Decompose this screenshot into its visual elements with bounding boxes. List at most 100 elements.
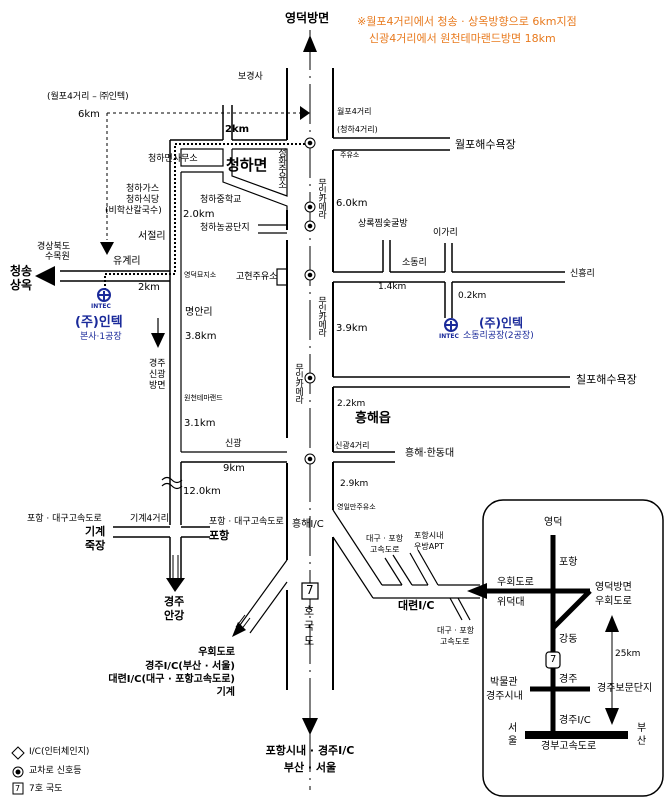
arrow-sw-icon: [232, 622, 246, 637]
dist-2-2km-label: 2.2km: [337, 399, 366, 409]
dist-3-8km-label: 3.8km: [185, 331, 217, 342]
inset-busan-1: 부: [637, 723, 647, 734]
gyeongju-singwang-label-2: 신광: [149, 370, 166, 380]
inset-museum-1: 박물관: [490, 677, 518, 688]
camera-label: 무인카메라: [316, 296, 326, 336]
arrow-left-icon: [467, 583, 487, 599]
wolpo-beach-label: 월포해수욕장: [455, 138, 516, 151]
legend-route-number: 7: [15, 784, 21, 793]
pohang-city-label-1: 포항시내: [414, 531, 444, 540]
south-destination-2: 부산 · 서울: [283, 761, 337, 774]
inset-gyeongbu-exp: 경부고속도로: [541, 741, 597, 752]
arrow-down-icon: [166, 578, 185, 592]
legend-item-route7: 7호 국도: [29, 784, 63, 794]
pohang-city-label-2: 우방APT: [414, 542, 444, 551]
intec-logo-icon: [444, 318, 458, 332]
cheongha-agri-complex-label: 청하농공단지: [200, 223, 250, 233]
expressway-right-label: 포항 · 대구고속도로: [209, 517, 284, 527]
gyeongju-singwang-label-3: 방면: [149, 381, 166, 391]
route-icon: [12, 782, 24, 795]
inset-busan-2: 산: [637, 736, 647, 747]
cheongsong-label-2: 상옥: [10, 278, 33, 292]
inset-museum-2: 경주시내: [486, 691, 523, 702]
bogyeongsa-label: 보경사: [238, 72, 263, 82]
arrow-down-icon: [100, 242, 114, 255]
inset-dist-25km: 25km: [615, 649, 641, 659]
inset-box: [482, 499, 664, 797]
gohyeon-gas-label: 고현주유소: [236, 272, 278, 282]
dist-2-0km-label: 2.0km: [183, 209, 215, 220]
note-line-2: 신광4거리에서 원천테마랜드방면 18km: [369, 32, 556, 45]
inset-seoul-1: 서: [508, 723, 518, 734]
route7-shield-icon: [545, 651, 561, 669]
seonghwa-gas-label: 성화주유소: [276, 148, 286, 188]
gas-station-label: 주유소: [340, 151, 360, 159]
wolpo-4way-label-2: (청하4거리): [337, 125, 378, 134]
inset-bypass-left: 우회도로: [497, 577, 534, 588]
gyeongju-singwang-label-1: 경주: [149, 359, 166, 369]
note-line-1: ※월포4거리에서 청송 · 상옥방향으로 6km지점: [357, 15, 577, 28]
route7-number: 7: [306, 583, 314, 597]
singwang-label: 신광: [225, 439, 242, 449]
route7-sign-icon: [301, 582, 319, 600]
inset-widuk-univ: 위덕대: [497, 597, 525, 608]
dist-6-0km-label: 6.0km: [336, 198, 368, 209]
sodong-ri-label: 소동리: [402, 258, 427, 268]
intec-logo-text-2: INTEC: [439, 333, 459, 340]
bypass-item: 대련I/C(대구 · 포항고속도로): [108, 674, 235, 685]
signal-icon: [12, 766, 24, 778]
gigye-4way-label: 기계4거리: [130, 514, 169, 524]
daegu-pohang-exp2-label-1: 대구 · 포항: [437, 626, 475, 635]
gigye-label-1: 기계: [85, 525, 106, 538]
intec-hq-name: (주)인텍: [75, 315, 123, 330]
heunghae-ic-label: 흥해I/C: [292, 519, 324, 530]
dist-12km-label: 12.0km: [183, 486, 221, 497]
south-destination-1: 포항시내 · 경주I/C: [265, 744, 355, 757]
intec-hq-sub: 본사·1공장: [80, 332, 122, 342]
inset-bomun: 경주보문단지: [597, 683, 653, 694]
gigye-label-2: 죽장: [85, 539, 106, 552]
bihak-noodle-label: (비학산칼국수): [105, 206, 162, 216]
gyeongbuk-arboretum-label-1: 경상북도: [37, 242, 71, 252]
dist-3-1km-label: 3.1km: [184, 418, 216, 429]
south-arrow-icon: [302, 718, 318, 735]
dist-2km-top-label: 2km: [225, 124, 250, 135]
seojeolli-label: 서절리: [138, 231, 166, 242]
north-arrow-icon: [303, 35, 317, 52]
bypass-item: 기계: [216, 687, 235, 698]
cheongha-restaurant-label: 청하식당: [126, 195, 160, 205]
cheongha-gas-label: 청하가스: [126, 184, 160, 194]
bypass-item: 우회도로: [198, 647, 235, 658]
wolpo-4way-label-1: 월포4거리: [337, 107, 372, 116]
gyeongju-angang-label-1: 경주: [164, 595, 185, 608]
gyeongbuk-arboretum-label-2: 수목원: [45, 252, 70, 262]
dist-6km-label: 6km: [78, 109, 100, 120]
myeongan-ri-label: 명안리: [185, 307, 213, 318]
expressway-left-label: 포항 · 대구고속도로: [27, 514, 102, 524]
intec-logo-icon: [97, 288, 111, 302]
arrow-up-icon: [605, 615, 619, 632]
arrow-down-icon: [151, 333, 165, 348]
yeongil-gas-label: 영일만주유소: [337, 503, 376, 511]
inset-yeongdeok-bypass-2: 우회도로: [595, 596, 632, 607]
arrow-left-icon: [35, 266, 55, 286]
legend-item-signal: 교차로 신호등: [29, 766, 82, 776]
inset-gangdong: 강동: [559, 634, 578, 645]
arrow-right-icon: [300, 106, 310, 120]
chilpo-beach-label: 칠포해수욕장: [576, 373, 637, 386]
dist-1-4km-label: 1.4km: [378, 282, 407, 292]
dist-2-9km-label: 2.9km: [340, 479, 369, 489]
dist-2km-left-label: 2km: [138, 282, 160, 293]
intec-plant2-name: (주)인텍: [479, 316, 524, 330]
inset-yeongdeok: 영덕: [544, 517, 563, 528]
heunghae-handong-label: 흥해·한동대: [405, 448, 455, 459]
yeongdeok-cemetery-label: 영덕묘지소: [184, 271, 217, 279]
intec-logo-text: INTEC: [91, 303, 111, 310]
wonchen-themeland-label: 원천테마랜드: [184, 394, 223, 402]
daegu-pohang-exp2-label-2: 고속도로: [440, 637, 470, 646]
camera-label: 무인카메라: [293, 363, 303, 403]
camera-label: 무인카메라: [316, 178, 326, 218]
heunghae-town-label: 흥해읍: [355, 411, 391, 426]
dist-9km-label: 9km: [223, 463, 245, 474]
